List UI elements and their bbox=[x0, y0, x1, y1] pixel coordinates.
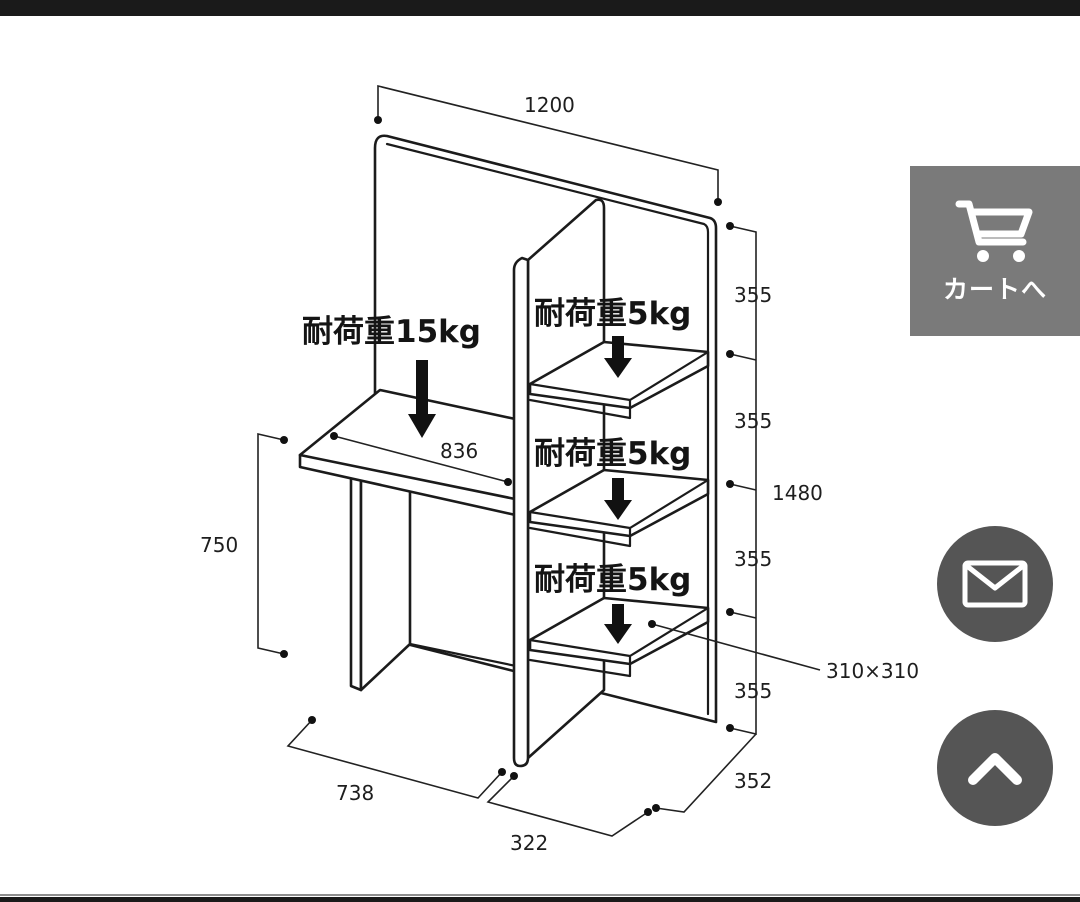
scroll-top-button[interactable] bbox=[937, 710, 1053, 826]
dim-spacing-1: 355 bbox=[734, 283, 772, 307]
load-arrow-shelf-top bbox=[604, 336, 632, 378]
desk-leg-panel bbox=[349, 474, 518, 692]
dim-shelf-depth: 322 bbox=[510, 831, 548, 855]
bottom-divider bbox=[0, 894, 1080, 896]
load-arrow-shelf-bottom bbox=[604, 604, 632, 644]
mail-icon bbox=[962, 560, 1028, 608]
dim-desk-depth: 738 bbox=[336, 781, 374, 805]
dim-desk-width: 836 bbox=[440, 439, 478, 463]
cart-button[interactable]: カートへ bbox=[910, 166, 1080, 336]
load-label-desk: 耐荷重15kg bbox=[302, 314, 481, 350]
dim-desk-height: 750 bbox=[200, 533, 238, 557]
dimension-lines bbox=[257, 84, 821, 837]
load-arrow-desk bbox=[408, 360, 436, 438]
load-label-shelf-top: 耐荷重5kg bbox=[534, 296, 691, 332]
mail-button[interactable] bbox=[937, 526, 1053, 642]
dim-spacing-4: 355 bbox=[734, 679, 772, 703]
load-label-shelf-bottom: 耐荷重5kg bbox=[534, 562, 691, 598]
dim-spacing-3: 355 bbox=[734, 547, 772, 571]
chevron-up-icon bbox=[968, 753, 1022, 785]
cart-icon bbox=[955, 200, 1033, 262]
dim-total-depth: 352 bbox=[734, 769, 772, 793]
dim-width: 1200 bbox=[524, 93, 575, 117]
dim-shelf-size: 310×310 bbox=[826, 659, 919, 683]
load-label-shelf-middle: 耐荷重5kg bbox=[534, 436, 691, 472]
cart-button-label: カートへ bbox=[942, 275, 1047, 304]
top-status-bar bbox=[0, 0, 1080, 16]
dim-height: 1480 bbox=[772, 481, 823, 505]
dim-spacing-2: 355 bbox=[734, 409, 772, 433]
bottom-bar bbox=[0, 897, 1080, 902]
load-arrow-shelf-middle bbox=[604, 478, 632, 520]
